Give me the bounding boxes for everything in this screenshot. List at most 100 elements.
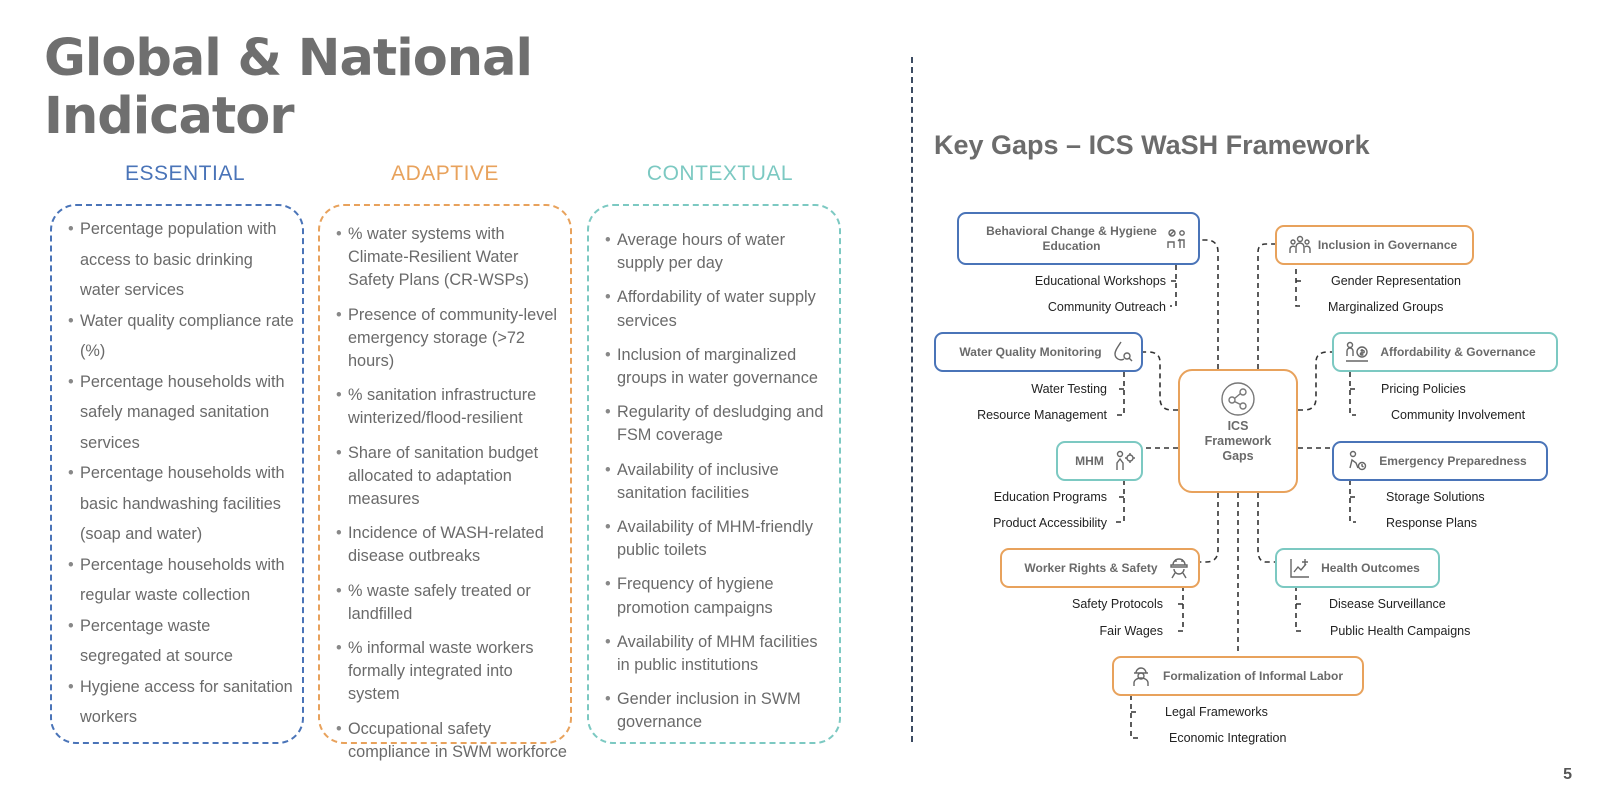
indicator-item: Availability of MHM facilities in public… xyxy=(597,631,831,677)
person-gear-icon xyxy=(1111,448,1137,474)
indicator-item: Percentage waste segregated at source xyxy=(60,611,294,672)
sub-item: Resource Management xyxy=(977,408,1107,422)
indicator-item: Percentage population with access to bas… xyxy=(60,214,294,306)
indicator-item: Percentage households with regular waste… xyxy=(60,550,294,611)
indicator-item: Inclusion of marginalized groups in wate… xyxy=(597,344,831,390)
connector-afford xyxy=(1298,351,1332,411)
node-label: Formalization of Informal Labor xyxy=(1162,668,1343,683)
bracket-emergency xyxy=(1349,480,1356,523)
sub-item: Legal Frameworks xyxy=(1165,705,1268,719)
node-label: Inclusion in Governance xyxy=(1317,237,1458,252)
indicator-item: % informal waste workers formally integr… xyxy=(328,637,568,707)
node-health-outcomes: Health Outcomes xyxy=(1275,548,1440,588)
indicator-item: Availability of MHM-friendly public toil… xyxy=(597,516,831,562)
bracket-worker xyxy=(1176,586,1184,632)
bracket-behavior xyxy=(1170,265,1177,307)
node-behavioral-change: Behavioral Change & Hygiene Education xyxy=(957,212,1200,265)
page-title: Global & National Indicator xyxy=(44,29,533,146)
node-formalization-labor: Formalization of Informal Labor xyxy=(1112,656,1364,696)
bracket-health xyxy=(1295,586,1302,632)
sub-item: Fair Wages xyxy=(1099,624,1163,638)
connector-inclusion xyxy=(1257,243,1275,369)
indicator-item: Frequency of hygiene promotion campaigns xyxy=(597,573,831,619)
indicator-item: % waste safely treated or landfilled xyxy=(328,580,568,626)
connector-behavior xyxy=(1200,239,1219,369)
node-water-quality: Water Quality Monitoring xyxy=(934,332,1143,372)
connector-water xyxy=(1143,351,1178,411)
sub-item: Safety Protocols xyxy=(1071,597,1163,611)
gaps-title: Key Gaps – ICS WaSH Framework xyxy=(934,130,1370,160)
essential-list: Percentage population with access to bas… xyxy=(60,214,294,733)
indicator-item: Percentage households with basic handwas… xyxy=(60,458,294,550)
indicator-item: Incidence of WASH-related disease outbre… xyxy=(328,522,568,568)
node-inclusion-governance: Inclusion in Governance xyxy=(1275,225,1474,265)
node-mhm: MHM xyxy=(1056,441,1143,481)
indicator-item: Water quality compliance rate (%) xyxy=(60,306,294,367)
health-chart-icon xyxy=(1287,555,1313,581)
emergency-icon xyxy=(1344,448,1370,474)
node-emergency-preparedness: Emergency Preparedness xyxy=(1332,441,1548,481)
bracket-inclusion xyxy=(1295,260,1302,307)
connector-health xyxy=(1257,493,1275,563)
sub-item: Water Testing xyxy=(1031,382,1107,396)
group-icon xyxy=(1287,232,1313,258)
node-label: Affordability & Governance xyxy=(1380,344,1536,359)
node-label: Health Outcomes xyxy=(1321,560,1420,575)
network-icon xyxy=(1220,381,1256,417)
page-number: 5 xyxy=(1563,766,1572,783)
contextual-heading: CONTEXTUAL xyxy=(646,162,794,185)
adaptive-column: % water systems with Climate-Resilient W… xyxy=(318,204,572,761)
vertical-divider xyxy=(911,57,913,742)
contextual-column: Average hours of water supply per dayAff… xyxy=(587,204,841,744)
node-label: Worker Rights & Safety xyxy=(1024,560,1158,575)
connector-worker xyxy=(1200,493,1219,563)
center-label: ICS Framework Gaps xyxy=(1204,419,1272,463)
sub-item: Disease Surveillance xyxy=(1329,597,1446,611)
hygiene-icon xyxy=(1164,226,1190,252)
center-hub: ICS Framework Gaps xyxy=(1178,369,1298,493)
node-label: Emergency Preparedness xyxy=(1379,453,1527,468)
money-icon xyxy=(1344,339,1370,365)
essential-column: Percentage population with access to bas… xyxy=(50,204,304,744)
indicator-item: % sanitation infrastructure winterized/f… xyxy=(328,384,568,430)
indicator-item: Affordability of water supply services xyxy=(597,286,831,332)
indicator-item: Gender inclusion in SWM governance xyxy=(597,688,831,734)
node-label: Behavioral Change & Hygiene Education xyxy=(986,223,1157,253)
sub-item: Community Involvement xyxy=(1391,408,1526,422)
bracket-afford xyxy=(1349,372,1356,416)
indicator-item: Share of sanitation budget allocated to … xyxy=(328,442,568,512)
indicator-item: Regularity of desludging and FSM coverag… xyxy=(597,401,831,447)
adaptive-heading: ADAPTIVE xyxy=(391,162,499,185)
indicator-item: Presence of community-level emergency st… xyxy=(328,304,568,374)
sub-item: Storage Solutions xyxy=(1386,490,1485,504)
essential-heading: ESSENTIAL xyxy=(124,162,246,185)
adaptive-list: % water systems with Climate-Resilient W… xyxy=(328,223,568,764)
node-label: MHM xyxy=(1075,453,1104,468)
sub-item: Marginalized Groups xyxy=(1328,300,1444,314)
node-label: Water Quality Monitoring xyxy=(959,344,1102,359)
indicator-item: Average hours of water supply per day xyxy=(597,229,831,275)
sub-item: Gender Representation xyxy=(1331,274,1461,288)
contextual-list: Average hours of water supply per dayAff… xyxy=(597,229,831,735)
indicator-item: Availability of inclusive sanitation fac… xyxy=(597,459,831,505)
indicator-item: Occupational safety compliance in SWM wo… xyxy=(328,718,568,764)
sub-item: Product Accessibility xyxy=(993,516,1107,530)
node-affordability-governance: Affordability & Governance xyxy=(1332,332,1558,372)
helmet-icon xyxy=(1166,555,1192,581)
sub-item: Public Health Campaigns xyxy=(1330,624,1471,638)
indicator-item: Percentage households with safely manage… xyxy=(60,367,294,459)
sub-item: Pricing Policies xyxy=(1381,382,1466,396)
sub-item: Community Outreach xyxy=(1047,300,1166,314)
indicator-item: Hygiene access for sanitation workers xyxy=(60,672,294,733)
bracket-labor xyxy=(1130,695,1138,739)
bracket-water xyxy=(1116,372,1125,416)
bracket-mhm xyxy=(1116,480,1125,523)
sub-item: Response Plans xyxy=(1386,516,1478,530)
worker-icon xyxy=(1128,663,1154,689)
sub-item: Educational Workshops xyxy=(1034,274,1166,288)
node-worker-rights: Worker Rights & Safety xyxy=(1000,548,1200,588)
indicator-item: % water systems with Climate-Resilient W… xyxy=(328,223,568,293)
sub-item: Education Programs xyxy=(993,490,1107,504)
sub-item: Economic Integration xyxy=(1169,731,1287,745)
